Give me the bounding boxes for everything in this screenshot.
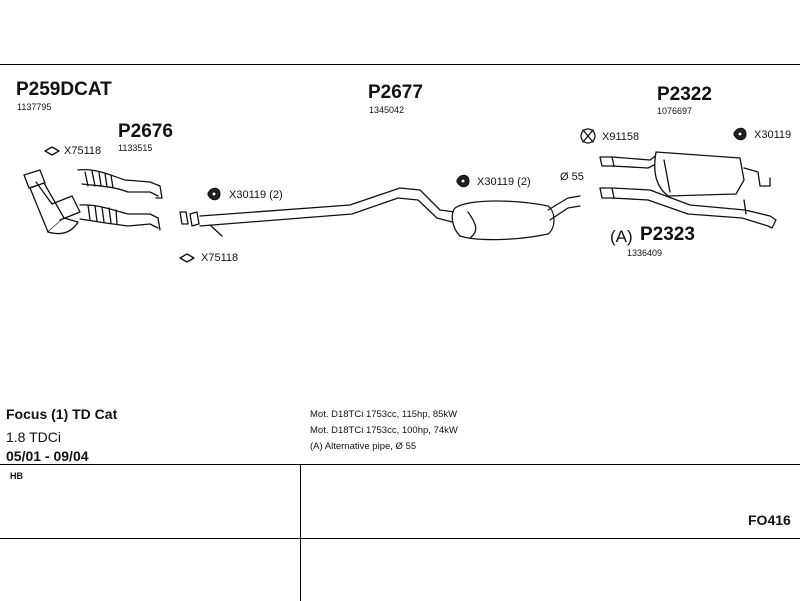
gasket-front-label: X75118 <box>64 145 102 157</box>
part-code-front: P2676 <box>118 121 173 142</box>
vehicle-body: HB <box>10 471 23 481</box>
part-ref-cat: 1137795 <box>17 102 52 112</box>
part-code-cat: P259DCAT <box>16 79 112 100</box>
part-code-middle: P2677 <box>368 82 423 103</box>
middle-pipe-p2677[interactable] <box>179 187 581 241</box>
info-column-separator <box>300 464 301 601</box>
rubber-mount-rear-icon <box>733 127 747 141</box>
clamp-rear-label: X91158 <box>602 131 640 143</box>
vehicle-dates: 05/01 - 09/04 <box>6 448 89 464</box>
exhaust-diagram <box>23 127 777 263</box>
diagram-frame <box>0 64 800 539</box>
vehicle-engine: 1.8 TDCi <box>6 429 61 445</box>
mount-front-label: X30119 (2) <box>229 189 283 201</box>
mount-mid-label: X30119 (2) <box>477 176 531 188</box>
gasket-icon <box>44 146 60 156</box>
clamp-icon <box>580 128 596 144</box>
diagram-code: FO416 <box>748 512 791 528</box>
part-ref-alt: 1336409 <box>627 248 663 258</box>
front-pipe-p2676[interactable] <box>77 169 163 231</box>
part-ref-middle: 1345042 <box>369 105 405 115</box>
rear-silencer-p2322[interactable] <box>599 151 771 197</box>
rubber-mount-icon <box>207 187 221 201</box>
part-code-rear: P2322 <box>657 84 712 105</box>
info-separator <box>0 464 800 465</box>
catalytic-converter[interactable] <box>23 169 81 235</box>
diameter-label: Ø 55 <box>560 171 584 183</box>
rubber-mount-mid-icon <box>456 174 470 188</box>
alt-prefix: (A) <box>610 227 633 246</box>
remark-3: (A) Alternative pipe, Ø 55 <box>310 441 417 452</box>
vehicle-model: Focus (1) TD Cat <box>6 406 118 422</box>
remark-1: Mot. D18TCi 1753cc, 115hp, 85kW <box>310 409 458 420</box>
alternative-pipe-p2323[interactable] <box>599 187 777 229</box>
part-code-alt: P2323 <box>640 224 695 245</box>
gasket-lower-label: X75118 <box>201 252 239 264</box>
remark-2: Mot. D18TCi 1753cc, 100hp, 74kW <box>310 425 458 436</box>
part-ref-rear: 1076697 <box>657 106 693 116</box>
part-ref-front: 1133515 <box>118 143 153 153</box>
gasket-lower-icon <box>179 253 195 263</box>
mount-rear-label: X30119 <box>754 129 792 141</box>
